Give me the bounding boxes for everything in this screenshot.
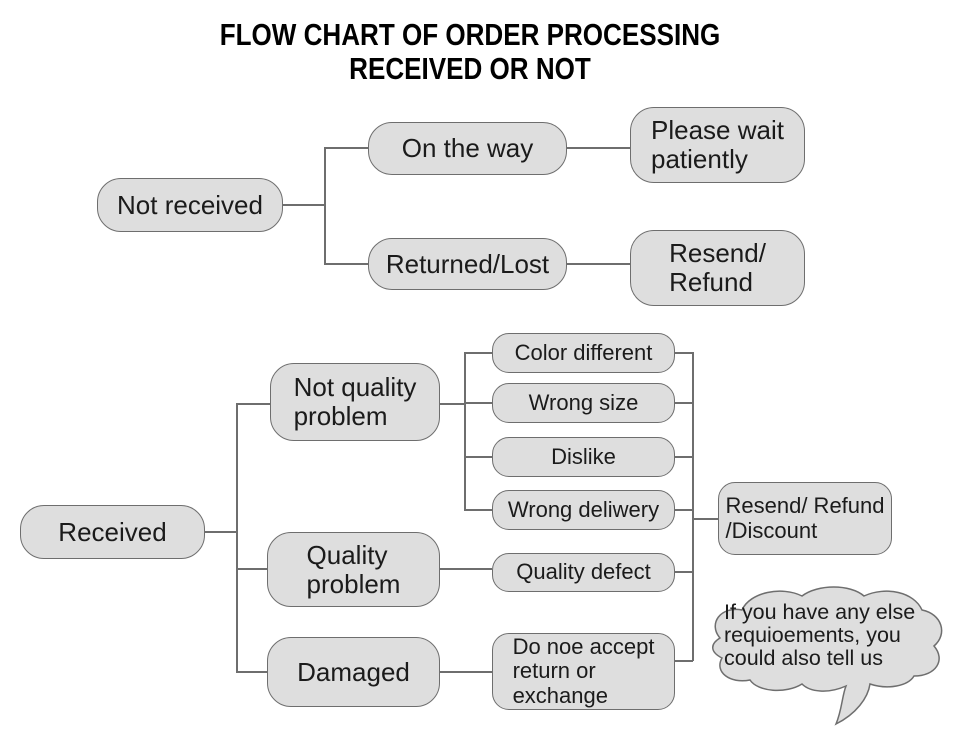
connector-line xyxy=(236,403,238,673)
connector-line xyxy=(675,571,693,573)
connector-line xyxy=(692,352,694,661)
node-label: On the way xyxy=(401,133,534,164)
connector-line xyxy=(464,352,466,511)
node-resend-refund-discount: Resend/ Refund /Discount xyxy=(718,482,892,555)
node-quality-problem: Quality problem xyxy=(267,532,440,607)
connector-line xyxy=(237,671,267,673)
node-returned-lost: Returned/Lost xyxy=(368,238,567,290)
node-label: Quality defect xyxy=(516,559,651,585)
node-label: Please wait patiently xyxy=(651,115,784,174)
connector-line xyxy=(464,352,492,354)
speech-bubble-shape xyxy=(712,586,943,726)
connector-line xyxy=(464,456,492,458)
connector-line xyxy=(205,531,237,533)
connector-line xyxy=(675,402,693,404)
node-label: Not quality problem xyxy=(293,372,417,431)
chart-title-line1: FLOW CHART OF ORDER PROCESSING xyxy=(219,17,721,52)
connector-line xyxy=(693,518,718,520)
connector-line xyxy=(283,204,325,206)
node-not-received: Not received xyxy=(97,178,283,232)
node-on-the-way: On the way xyxy=(368,122,567,175)
connector-line xyxy=(440,403,465,405)
node-color-different: Color different xyxy=(492,333,675,373)
connector-line xyxy=(567,147,630,149)
connector-line xyxy=(675,352,693,354)
connector-line xyxy=(325,263,368,265)
connector-line xyxy=(325,147,368,149)
node-label: Damaged xyxy=(297,656,410,687)
connector-line xyxy=(464,509,492,511)
node-do-not-accept-return: Do noe accept return or exchange xyxy=(492,633,675,710)
connector-line xyxy=(324,147,326,265)
node-label: Resend/ Refund /Discount xyxy=(725,493,885,543)
connector-line xyxy=(237,403,270,405)
node-wrong-deliwery: Wrong deliwery xyxy=(492,490,675,530)
node-label: Dislike xyxy=(551,443,616,469)
node-wrong-size: Wrong size xyxy=(492,383,675,423)
connector-line xyxy=(440,671,492,673)
node-label: Resend/ Refund xyxy=(669,238,766,297)
chart-title: FLOW CHART OF ORDER PROCESSING RECEIVED … xyxy=(0,17,940,87)
node-label: Quality problem xyxy=(306,539,401,599)
node-label: Wrong deliwery xyxy=(507,496,660,522)
connector-line xyxy=(675,456,693,458)
node-resend-refund: Resend/ Refund xyxy=(630,230,805,306)
connector-line xyxy=(675,509,693,511)
node-label: Do noe accept return or exchange xyxy=(512,634,655,708)
node-label: Returned/Lost xyxy=(385,248,550,279)
node-label: Wrong size xyxy=(528,389,639,415)
connector-line xyxy=(237,568,267,570)
node-label: Color different xyxy=(514,339,653,365)
node-not-quality-problem: Not quality problem xyxy=(270,363,440,441)
connector-line xyxy=(567,263,630,265)
node-dislike: Dislike xyxy=(492,437,675,477)
node-label: Not received xyxy=(117,189,263,220)
node-received: Received xyxy=(20,505,205,559)
chart-title-line2: RECEIVED OR NOT xyxy=(349,51,591,87)
node-label: Received xyxy=(58,516,167,547)
connector-line xyxy=(440,568,492,570)
node-quality-defect: Quality defect xyxy=(492,553,675,592)
connector-line xyxy=(464,402,492,404)
node-please-wait-patiently: Please wait patiently xyxy=(630,107,805,183)
node-damaged: Damaged xyxy=(267,637,440,707)
speech-bubble-note: If you have any else requioements, you c… xyxy=(724,600,916,670)
connector-line xyxy=(675,660,693,662)
